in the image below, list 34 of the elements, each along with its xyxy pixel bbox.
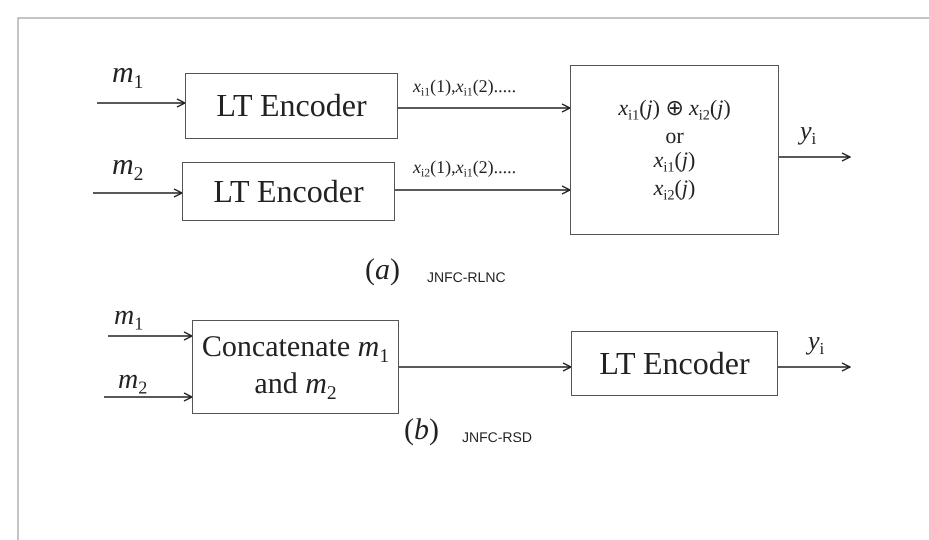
scheme-name: JNFC-RLNC [427,270,506,284]
edge-label: x$_{i1}$(1),x$_{i1}$(2)..... [413,77,516,98]
box-text: LT Encoder [216,88,367,124]
arrow [93,188,183,198]
edge-label: m$_{2}$ [112,150,144,184]
arrow [395,185,571,195]
process-box [571,331,778,396]
arrow [399,362,572,372]
edge-label: m$_{2}$ [118,366,148,397]
edge-label: m$_{1}$ [112,58,144,92]
box-text: Concatenate m$_{1}$ and m$_{2}$ [200,330,390,404]
panel-label: (a) [365,255,400,285]
scheme-name: JNFC-RSD [462,430,532,444]
edge-label: x$_{i2}$(1),x$_{i1}$(2)..... [413,158,516,180]
arrow [104,392,193,402]
arrow [97,98,186,108]
process-box [192,320,399,414]
box-text: x$_{i1}$(j) [654,148,696,176]
box-text: or [665,124,684,148]
process-box [185,73,398,139]
arrow [778,362,851,372]
edge-label: m$_{1}$ [114,302,144,333]
panel-label: (b) [404,415,439,445]
box-text: LT Encoder [213,174,364,210]
box-text: x$_{i2}$(j) [654,176,696,204]
box-text: LT Encoder [599,346,750,382]
arrow [779,152,851,162]
process-box [182,162,395,221]
arrow [108,331,193,341]
process-box [570,65,779,235]
edge-label: y$_{i}$ [808,328,824,358]
box-text: x$_{i1}$(j) ⊕ x$_{i2}$(j) [618,96,731,124]
arrow [398,103,571,113]
edge-label: y$_{i}$ [800,118,816,148]
